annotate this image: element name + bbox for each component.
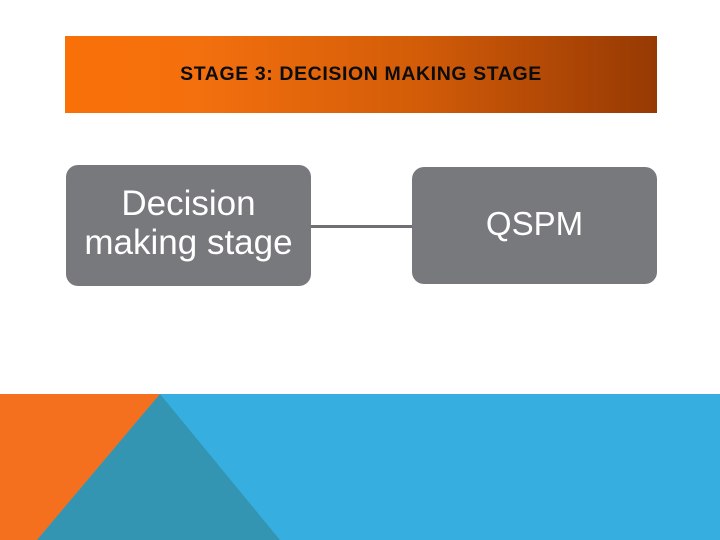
- connector-line: [308, 225, 414, 228]
- diagram-node-qspm[interactable]: [412, 167, 657, 284]
- diagram-node-decision-making-stage-label: Decision making stage: [84, 184, 293, 263]
- footer-shape-group: [0, 394, 280, 540]
- orange-triangle-shape: [0, 394, 160, 540]
- diagram-node-qspm-label: QSPM: [485, 205, 584, 242]
- footer-decoration: [0, 394, 720, 540]
- diagram-node-decision-making-stage[interactable]: [66, 165, 311, 286]
- teal-triangle-shape: [37, 394, 280, 540]
- title-banner: STAGE 3: DECISION MAKING STAGE: [65, 36, 657, 113]
- page-title: STAGE 3: DECISION MAKING STAGE: [180, 63, 542, 85]
